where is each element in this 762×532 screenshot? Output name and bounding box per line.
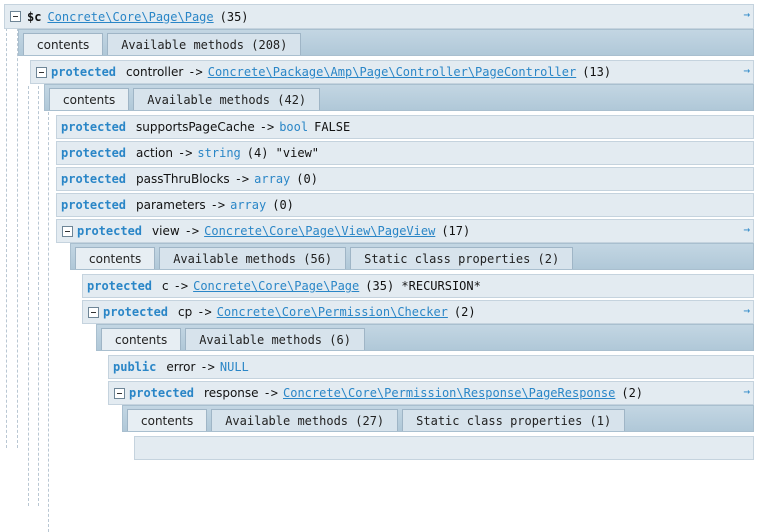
- class-link[interactable]: Concrete\Core\Page\Page: [47, 9, 214, 24]
- response-tab-bar: contents Available methods (27) Static c…: [122, 405, 754, 432]
- property-name: response: [204, 386, 259, 400]
- arrow-operator: ->: [177, 146, 193, 160]
- cp-tab-bar: contents Available methods (6): [96, 324, 754, 351]
- collapse-icon[interactable]: [62, 225, 73, 237]
- access-modifier: protected: [103, 305, 169, 319]
- arrow-operator: ->: [173, 279, 189, 293]
- property-value: (35) *RECURSION*: [365, 279, 481, 293]
- property-row-supportspagecache[interactable]: protected supportsPageCache -> bool FALS…: [56, 115, 754, 139]
- arrow-operator: ->: [184, 224, 200, 238]
- property-name: action: [136, 146, 173, 160]
- property-row-view[interactable]: protected view -> Concrete\Core\Page\Vie…: [56, 219, 754, 243]
- arrow-operator: ->: [188, 65, 203, 79]
- property-value: (0): [272, 198, 294, 212]
- property-value: (4) "view": [246, 146, 320, 160]
- access-modifier: public: [113, 360, 157, 374]
- property-name: c: [162, 279, 169, 293]
- property-row-response[interactable]: protected response -> Concrete\Core\Perm…: [108, 381, 754, 405]
- property-value: (0): [296, 172, 318, 186]
- variable-name: $c: [27, 9, 42, 24]
- navigate-arrow-icon[interactable]: →: [743, 64, 750, 77]
- arrow-operator: ->: [259, 120, 275, 134]
- tab-static-class-properties[interactable]: Static class properties (2): [350, 247, 574, 269]
- access-modifier: protected: [87, 279, 153, 293]
- property-row-passthrublocks[interactable]: protected passThruBlocks -> array (0): [56, 167, 754, 191]
- type-label: NULL: [219, 360, 249, 374]
- root-object-row[interactable]: $c Concrete\Core\Page\Page (35) →: [4, 4, 754, 29]
- type-label: array: [254, 172, 291, 186]
- property-count: (2): [453, 305, 476, 319]
- controller-tab-bar: contents Available methods (42): [44, 84, 754, 111]
- arrow-operator: ->: [263, 386, 278, 400]
- property-count: (35): [219, 9, 249, 24]
- collapse-icon[interactable]: [88, 306, 99, 318]
- access-modifier: protected: [77, 224, 143, 238]
- property-row-action[interactable]: protected action -> string (4) "view": [56, 141, 754, 165]
- tree-guide-line: [17, 28, 18, 448]
- property-row-c[interactable]: protected c -> Concrete\Core\Page\Page (…: [82, 274, 754, 298]
- access-modifier: protected: [51, 65, 117, 79]
- property-count: (2): [621, 386, 644, 400]
- navigate-arrow-icon[interactable]: →: [743, 8, 750, 21]
- navigate-arrow-icon[interactable]: →: [743, 304, 750, 317]
- class-link[interactable]: Concrete\Core\Permission\Response\PageRe…: [283, 386, 616, 400]
- tab-contents[interactable]: contents: [127, 409, 208, 431]
- tab-contents[interactable]: contents: [23, 33, 104, 55]
- arrow-operator: ->: [234, 172, 250, 186]
- root-tab-bar: contents Available methods (208): [18, 29, 754, 56]
- tab-available-methods[interactable]: Available methods (6): [185, 328, 365, 350]
- arrow-operator: ->: [210, 198, 226, 212]
- navigate-arrow-icon[interactable]: →: [743, 223, 750, 236]
- type-label: array: [230, 198, 267, 212]
- property-row-error[interactable]: public error -> NULL: [108, 355, 754, 379]
- access-modifier: protected: [61, 146, 127, 160]
- class-link[interactable]: Concrete\Core\Permission\Checker: [216, 305, 448, 319]
- property-value: FALSE: [314, 120, 351, 134]
- access-modifier: protected: [61, 172, 127, 186]
- property-count: (13): [582, 65, 612, 79]
- tree-guide-line: [48, 112, 49, 532]
- property-name: view: [152, 224, 180, 238]
- tab-available-methods[interactable]: Available methods (42): [133, 88, 321, 110]
- property-row-controller[interactable]: protected controller -> Concrete\Package…: [30, 60, 754, 84]
- property-row-partial: [134, 436, 754, 460]
- class-link[interactable]: Concrete\Core\Page\Page: [193, 279, 360, 293]
- type-label: bool: [279, 120, 309, 134]
- tab-available-methods[interactable]: Available methods (56): [159, 247, 347, 269]
- access-modifier: protected: [129, 386, 195, 400]
- navigate-arrow-icon[interactable]: →: [743, 385, 750, 398]
- property-row-cp[interactable]: protected cp -> Concrete\Core\Permission…: [82, 300, 754, 324]
- property-name: supportsPageCache: [136, 120, 255, 134]
- tab-available-methods[interactable]: Available methods (208): [107, 33, 302, 55]
- arrow-operator: ->: [197, 305, 212, 319]
- class-link[interactable]: Concrete\Core\Page\View\PageView: [204, 224, 436, 238]
- type-label: string: [197, 146, 241, 160]
- property-row-parameters[interactable]: protected parameters -> array (0): [56, 193, 754, 217]
- property-name: error: [166, 360, 196, 374]
- access-modifier: protected: [61, 198, 127, 212]
- tab-static-class-properties[interactable]: Static class properties (1): [402, 409, 626, 431]
- tab-contents[interactable]: contents: [75, 247, 156, 269]
- collapse-icon[interactable]: [36, 66, 47, 78]
- collapse-icon[interactable]: [114, 387, 125, 399]
- property-name: controller: [126, 65, 184, 79]
- view-tab-bar: contents Available methods (56) Static c…: [70, 243, 754, 270]
- tab-contents[interactable]: contents: [49, 88, 130, 110]
- property-name: parameters: [136, 198, 206, 212]
- tab-contents[interactable]: contents: [101, 328, 182, 350]
- collapse-icon[interactable]: [10, 11, 21, 22]
- tab-available-methods[interactable]: Available methods (27): [211, 409, 399, 431]
- tree-guide-line: [6, 28, 7, 448]
- tree-guide-line: [28, 86, 29, 506]
- access-modifier: protected: [61, 120, 127, 134]
- tree-guide-line: [38, 86, 39, 506]
- class-link[interactable]: Concrete\Package\Amp\Page\Controller\Pag…: [207, 65, 577, 79]
- property-name: cp: [178, 305, 193, 319]
- property-name: passThruBlocks: [136, 172, 230, 186]
- property-count: (17): [441, 224, 471, 238]
- arrow-operator: ->: [200, 360, 215, 374]
